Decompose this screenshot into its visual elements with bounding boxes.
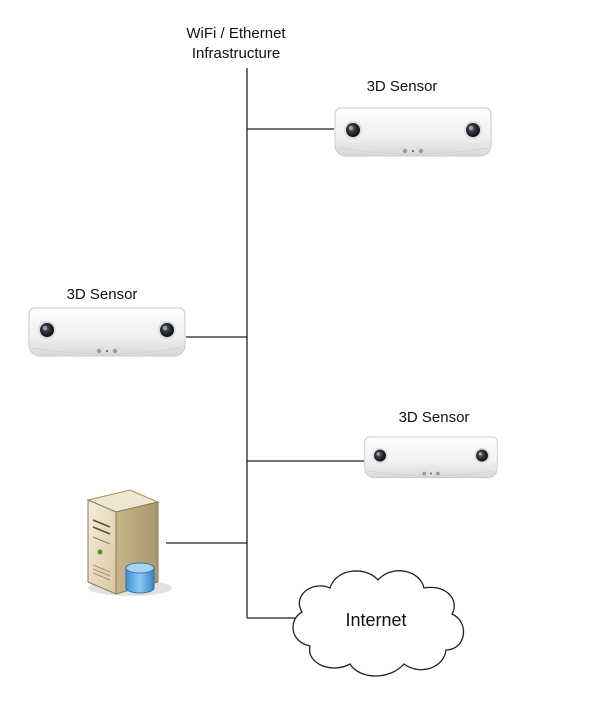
3d-sensor-icon xyxy=(334,107,492,157)
3d-sensor-icon xyxy=(364,436,498,479)
infrastructure-label-line1: WiFi / Ethernet xyxy=(186,25,286,42)
sensor-label: 3D Sensor xyxy=(398,409,470,426)
sensor-label: 3D Sensor xyxy=(66,286,138,303)
server-database-icon xyxy=(86,489,172,596)
infrastructure-label-line2: Infrastructure xyxy=(191,45,281,62)
connection-lines xyxy=(166,68,364,619)
internet-label: Internet xyxy=(345,610,407,630)
3d-sensor-icon xyxy=(28,307,186,357)
cloud-icon xyxy=(292,570,465,677)
infrastructure-label: WiFi / Ethernet Infrastructure xyxy=(166,24,306,64)
sensor-label: 3D Sensor xyxy=(366,78,438,95)
